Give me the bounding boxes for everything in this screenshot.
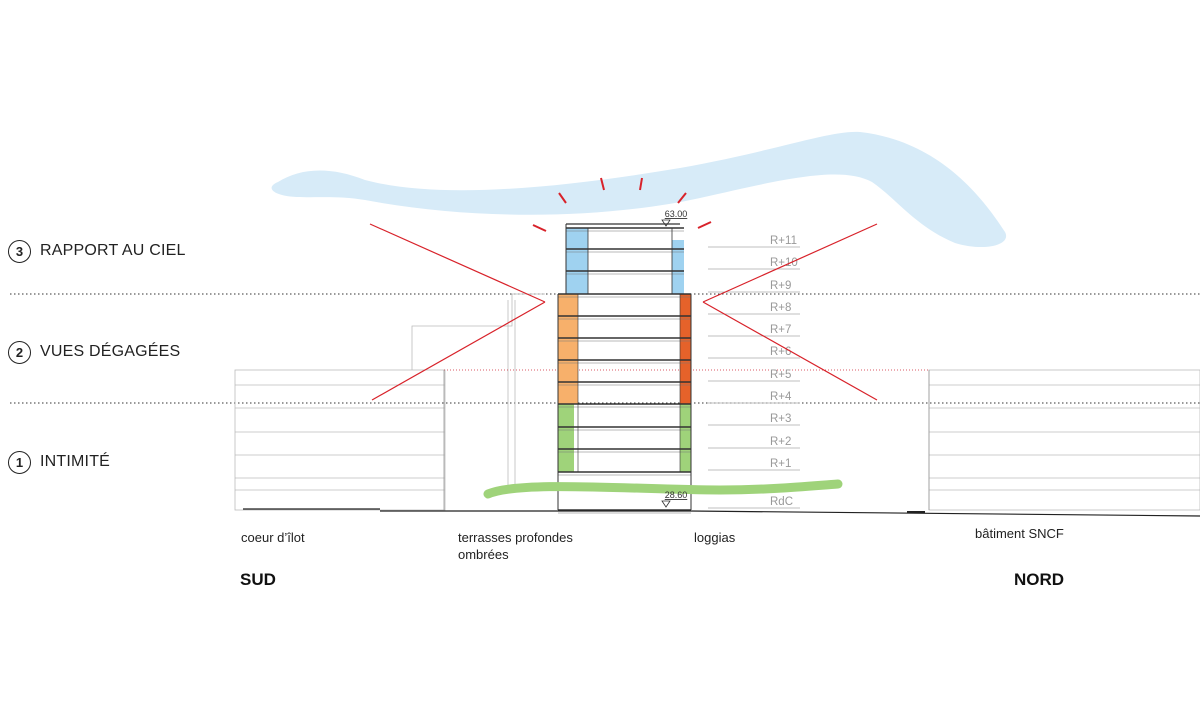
- facade-green-right: [680, 404, 691, 472]
- left-neighbor-building: [234, 293, 545, 511]
- sight-lines: [369, 223, 878, 401]
- level-label: RdC: [770, 496, 793, 508]
- zone-3-number: 3: [8, 240, 31, 263]
- sky-cloud-shape: [271, 131, 1007, 248]
- zone-3-label: RAPPORT AU CIEL: [40, 242, 186, 259]
- level-label: R+1: [770, 458, 791, 470]
- facade-loggias: [680, 294, 691, 404]
- level-label: R+5: [770, 369, 791, 381]
- level-label: R+6: [770, 346, 791, 358]
- level-label: R+3: [770, 413, 791, 425]
- orientation-south: SUD: [240, 570, 276, 589]
- facade-green-left: [558, 404, 574, 472]
- orientation-north: NORD: [1014, 570, 1065, 589]
- level-label: R+7: [770, 324, 791, 336]
- sky-rays: [532, 177, 712, 232]
- elevation-markers: 63.00 28.60: [661, 209, 688, 508]
- ground-line: [243, 508, 1200, 517]
- level-label: R+8: [770, 302, 791, 314]
- caption-terraces-line2: ombrées: [458, 547, 509, 562]
- zone-2-label: VUES DÉGAGÉES: [40, 343, 181, 360]
- facade-colors: [558, 228, 691, 472]
- middle-block-outline: [443, 369, 930, 510]
- level-label: R+9: [770, 280, 791, 292]
- right-neighbor-building: [928, 369, 1200, 511]
- zone-1-number: 1: [8, 451, 31, 474]
- tower: [557, 223, 692, 514]
- elevation-ground: 28.60: [665, 490, 688, 500]
- caption-courtyard: coeur d’îlot: [241, 530, 305, 545]
- caption-terraces-line1: terrasses profondes: [458, 530, 573, 545]
- caption-loggias: loggias: [694, 530, 736, 545]
- zone-2-number: 2: [8, 341, 31, 364]
- level-label: R+4: [770, 391, 792, 403]
- zone-1-label: INTIMITÉ: [40, 453, 111, 470]
- ground-green-swoosh: [483, 479, 843, 499]
- level-label: R+10: [770, 257, 798, 269]
- caption-sncf: bâtiment SNCF: [975, 526, 1064, 541]
- level-label: R+2: [770, 436, 791, 448]
- elevation-top: 63.00: [665, 209, 688, 219]
- facade-terraces: [558, 294, 578, 404]
- level-label: R+11: [770, 235, 797, 247]
- facade-sky-left: [566, 228, 588, 294]
- facade-sky-right: [672, 240, 684, 294]
